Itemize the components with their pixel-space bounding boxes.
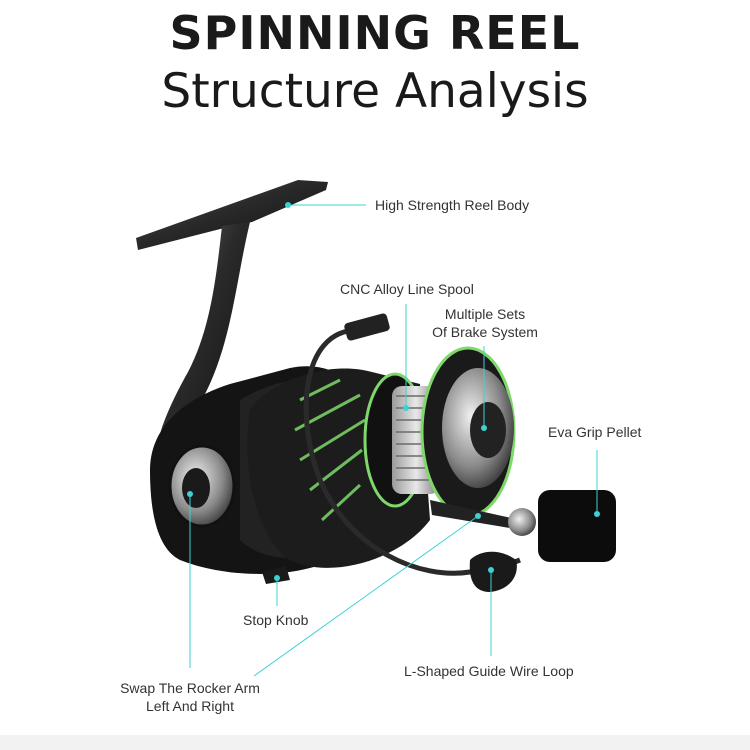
label-stop-knob: Stop Knob bbox=[243, 612, 309, 628]
label-brake-line1: Multiple Sets bbox=[444, 306, 526, 322]
label-brake-system: Multiple Sets Of Brake System bbox=[425, 305, 545, 341]
eva-grip bbox=[538, 490, 616, 562]
label-reel-body: High Strength Reel Body bbox=[375, 197, 530, 213]
label-rocker-line1: Swap The Rocker Arm bbox=[120, 680, 260, 696]
label-line-spool: CNC Alloy Line Spool bbox=[340, 281, 474, 297]
reel-foot bbox=[136, 180, 328, 250]
label-eva-grip: Eva Grip Pellet bbox=[548, 424, 642, 440]
bottom-band bbox=[0, 735, 750, 750]
label-brake-line2: Of Brake System bbox=[432, 324, 538, 340]
callout-dots bbox=[187, 202, 600, 581]
line-roller bbox=[344, 313, 390, 341]
label-guide-wire: L-Shaped Guide Wire Loop bbox=[404, 663, 574, 679]
label-rocker-arm: Swap The Rocker Arm Left And Right bbox=[110, 679, 270, 715]
subtitle: Structure Analysis bbox=[161, 64, 589, 119]
title: SPINNING REEL bbox=[169, 6, 581, 60]
callout-lines bbox=[189, 204, 598, 677]
label-rocker-line2: Left And Right bbox=[146, 698, 234, 714]
reel-stem bbox=[156, 222, 250, 470]
